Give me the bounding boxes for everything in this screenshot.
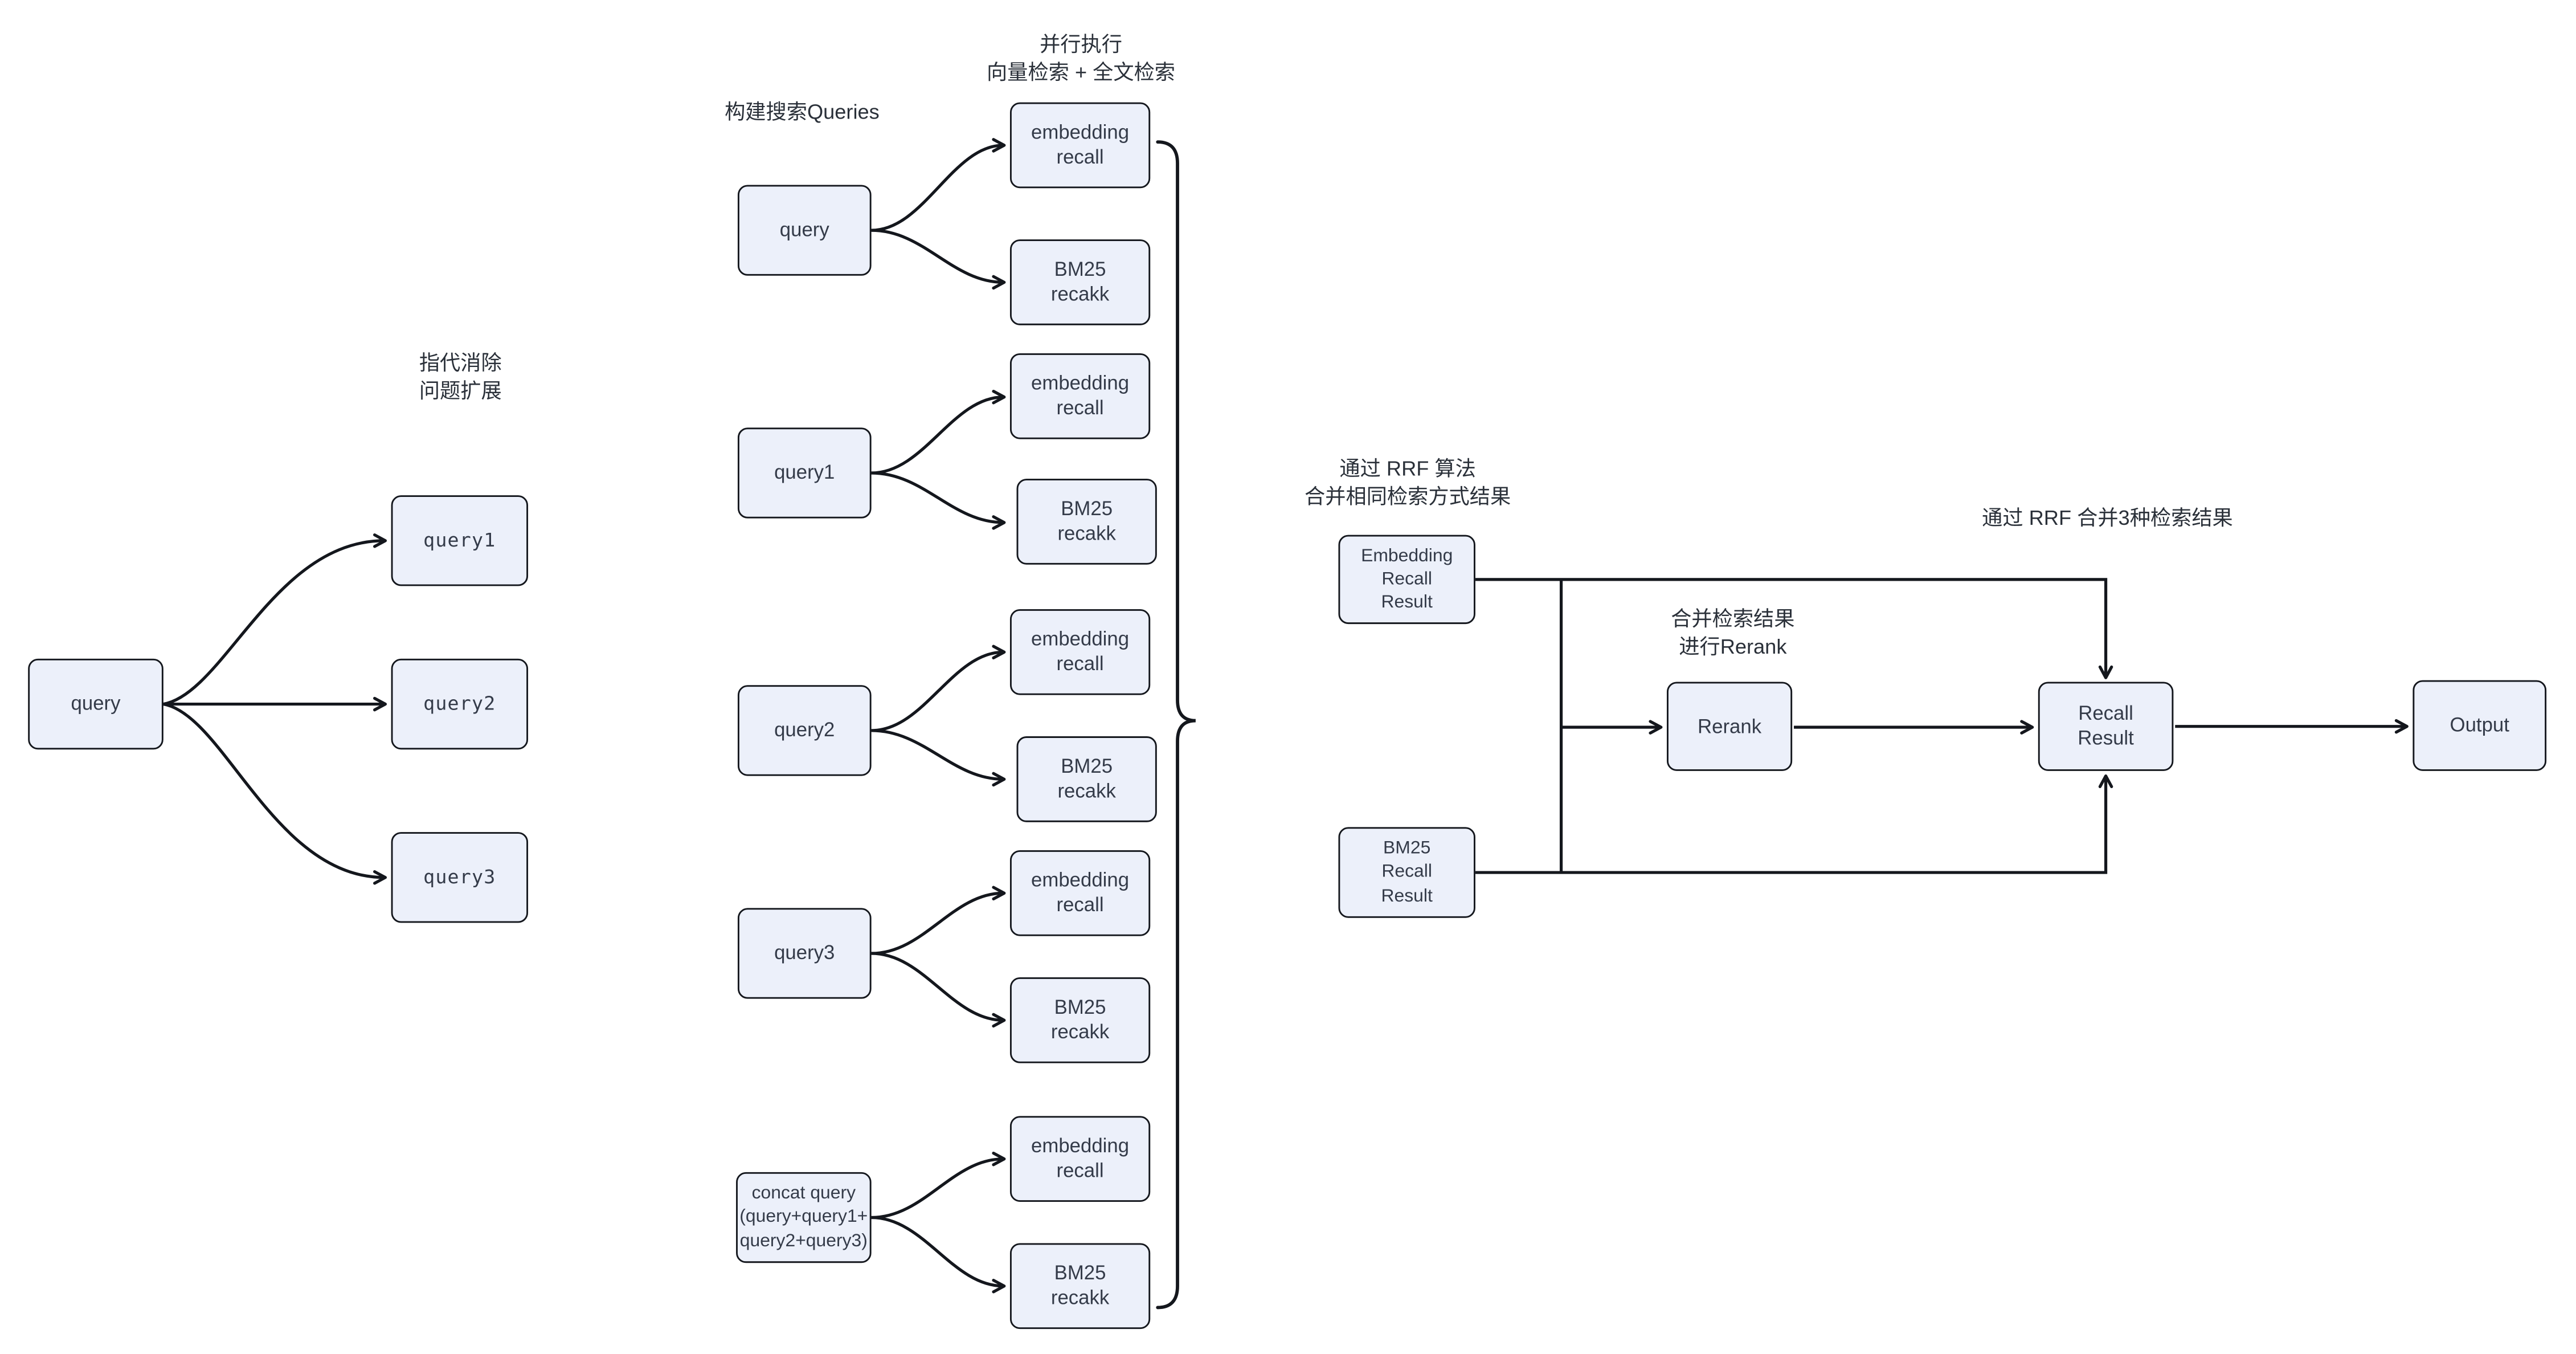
node-bm25-recall-2: BM25 recakk: [1016, 479, 1157, 565]
edge-midquery3-to-bm25-4: [871, 952, 1006, 1028]
label-rrf-same: 通过 RRF 算法 合并相同检索方式结果: [1305, 457, 1511, 508]
left-fan-edges: [163, 533, 387, 885]
edge-midquery1-to-bm25-2: [871, 471, 1006, 530]
curly-brace: [1156, 140, 1196, 1310]
node-query2: query2: [391, 658, 529, 750]
node-query1: query1: [391, 495, 529, 586]
node-bm25-recall-3: BM25 recakk: [1016, 736, 1157, 822]
edge-midquery-to-embedding1: [871, 138, 1006, 232]
node-query3: query3: [391, 832, 529, 923]
node-embedding-recall-2: embedding recall: [1009, 353, 1151, 439]
node-mid-query1: query1: [737, 427, 872, 519]
node-mid-query2: query2: [737, 685, 872, 776]
edge-midquery-to-bm25-1: [871, 229, 1006, 290]
node-mid-query3: query3: [737, 908, 872, 999]
node-bm25-recall-5: BM25 recakk: [1009, 1243, 1151, 1329]
node-bm25-recall-1: BM25 recakk: [1009, 239, 1151, 325]
node-embedding-recall-5: embedding recall: [1009, 1116, 1151, 1202]
node-concat-query: concat query (query+query1+ query2+query…: [736, 1172, 872, 1263]
node-mid-query: query: [737, 185, 872, 276]
edge-midquery2-to-bm25-3: [871, 729, 1006, 787]
label-rerank-note: 合并检索结果 进行Rerank: [1671, 607, 1795, 659]
edge-midquery2-to-embedding3: [871, 645, 1006, 732]
middle-fan-edges: [871, 138, 1006, 1294]
node-embedding-recall-1: embedding recall: [1009, 102, 1151, 189]
edge-bm25-result-to-recall-result-bottom: [1475, 774, 2113, 874]
label-rrf-three: 通过 RRF 合并3种检索结果: [1982, 507, 2233, 530]
node-embedding-recall-4: embedding recall: [1009, 850, 1151, 936]
node-bm25-recall-4: BM25 recakk: [1009, 977, 1151, 1063]
edge-midquery3-to-embedding4: [871, 886, 1006, 955]
edge-concat-to-bm25-5: [871, 1216, 1006, 1294]
node-query: query: [28, 658, 163, 750]
label-parallel-exec: 并行执行 向量检索 + 全文检索: [987, 32, 1176, 84]
rrf-merge-edges: [1475, 578, 2409, 874]
label-build-queries: 构建搜索Queries: [725, 100, 880, 124]
edge-embedding-result-to-recall-result-top: [1475, 578, 2113, 679]
node-bm25-recall-result: BM25 Recall Result: [1338, 827, 1475, 918]
edge-query-to-query3: [163, 703, 387, 885]
node-output: Output: [2413, 680, 2547, 771]
node-rerank: Rerank: [1666, 682, 1793, 771]
edge-query-to-query1: [163, 533, 387, 706]
edge-midquery1-to-embedding2: [871, 390, 1006, 475]
node-embedding-recall-result: Embedding Recall Result: [1338, 535, 1475, 625]
node-recall-result: Recall Result: [2038, 682, 2174, 771]
edge-concat-to-embedding5: [871, 1151, 1006, 1220]
node-embedding-recall-3: embedding recall: [1009, 609, 1151, 695]
label-coref-expand: 指代消除 问题扩展: [419, 352, 502, 403]
